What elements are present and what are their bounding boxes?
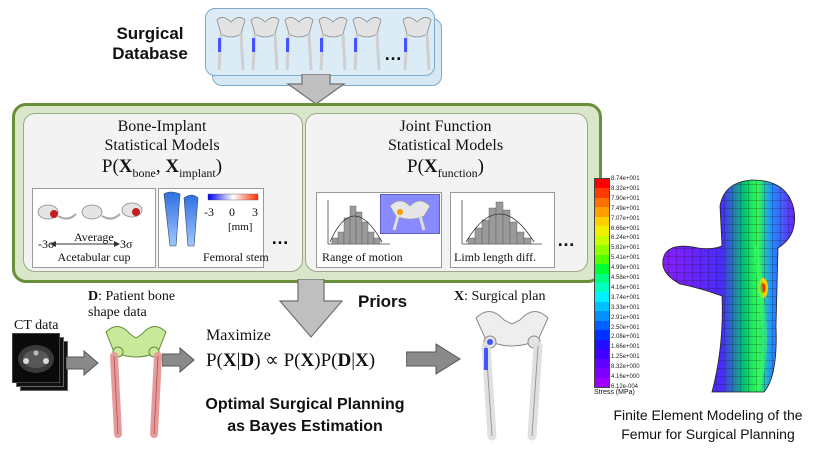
- priors-label: Priors: [358, 292, 408, 311]
- stress-colorbar-cell: [595, 292, 609, 302]
- priors-arrow-icon: [278, 279, 344, 338]
- arrow-right-icon: [66, 350, 99, 376]
- cup-average: Average: [74, 230, 114, 244]
- joint-function-title: Joint Function Statistical Models: [387, 118, 504, 154]
- stress-colorbar-cell: [595, 282, 609, 293]
- bone-implant-ellipsis: …: [271, 228, 289, 248]
- stress-scale-label: 7.90e+001: [611, 195, 640, 202]
- maximize-label: Maximize: [206, 327, 271, 344]
- stress-colorbar-cell: [595, 264, 609, 274]
- bone-implant-title: Bone-Implant Statistical Models: [104, 118, 220, 154]
- stem-scale-min: -3: [204, 205, 214, 219]
- ct-image: [12, 333, 60, 383]
- stress-colorbar-cell: [595, 235, 609, 246]
- database-ellipsis: …: [384, 44, 402, 64]
- range-of-motion-label: Range of motion: [322, 250, 403, 264]
- stress-colorbar-cell: [595, 330, 609, 340]
- stress-colorbar-cell: [595, 207, 609, 217]
- cup-minus-sigma: -3σ: [38, 237, 55, 251]
- stress-colorbar-cell: [595, 320, 609, 331]
- bayes-equation: P(X|D) ∝ P(X)P(D|X): [206, 350, 376, 371]
- stress-colorbar-cell: [595, 245, 609, 255]
- stress-colorbar-cell: [595, 254, 609, 265]
- stress-colorbar-cell: [595, 226, 609, 236]
- cup-range-arrow-icon: [50, 241, 120, 247]
- range-of-motion-histogram: [327, 200, 390, 245]
- stress-scale-label: 5.41e+001: [611, 255, 640, 262]
- stress-colorbar-cell: [595, 216, 609, 227]
- stress-colorbar-cell: [595, 339, 609, 350]
- bone-implant-formula: P(Xbone, Ximplant): [101, 156, 223, 180]
- stem-scale-max: 3: [252, 205, 258, 219]
- acetabular-cup-box: [32, 188, 156, 268]
- patient-bone-model: [105, 326, 167, 438]
- fem-caption: Finite Element Modeling of the Femur for…: [613, 407, 803, 442]
- stress-scale-label: 1.66e+001: [611, 344, 640, 351]
- femoral-stem-models: [163, 191, 259, 247]
- stress-scale-label: 3.74e+001: [611, 294, 640, 301]
- stress-title: Stress (MPa): [594, 389, 635, 396]
- surgical-plan-label: X: Surgical plan: [454, 289, 546, 304]
- stress-colorbar-cell: [595, 179, 609, 189]
- stress-colorbar-cell: [595, 301, 609, 312]
- database-pelvis-models: [216, 17, 432, 71]
- arrow-right-icon: [162, 347, 195, 373]
- arrow-down-icon: [286, 74, 346, 105]
- cup-plus-sigma: 3σ: [120, 237, 133, 251]
- stress-scale-label: 2.91e+001: [611, 314, 640, 321]
- stress-colorbar-cell: [595, 188, 609, 198]
- hip-joint-icon: [389, 200, 431, 231]
- stress-scale-label: 2.50e+001: [611, 324, 640, 331]
- stress-scale-label: 4.99e+001: [611, 265, 640, 272]
- joint-function-formula: P(Xfunction): [407, 156, 484, 180]
- patient-bone-shape-label: D: Patient bone shape data: [88, 289, 176, 320]
- optimal-planning-caption: Optimal Surgical Planning as Bayes Estim…: [205, 396, 405, 435]
- stress-colorbar-cell: [595, 358, 609, 369]
- stress-colorbar: [594, 178, 610, 388]
- stress-scale-label: 8.32e+001: [611, 185, 640, 192]
- stress-colorbar-cell: [595, 349, 609, 359]
- stress-colorbar-cell: [595, 273, 609, 283]
- stress-scale-label: 6.12e-004: [611, 384, 639, 390]
- stress-colorbar-cell: [595, 377, 609, 387]
- stress-scale-label: 6.66e+001: [611, 225, 640, 232]
- acetabular-cup-models: [37, 202, 143, 220]
- stem-unit: [mm]: [228, 221, 253, 233]
- stress-colorbar-cell: [595, 368, 609, 378]
- joint-function-ellipsis: …: [557, 230, 575, 250]
- stem-scale-mid: 0: [229, 205, 235, 219]
- stress-scale-label: 1.25e+001: [611, 354, 640, 361]
- limb-length-label: Limb length diff.: [454, 250, 537, 264]
- stress-scale-label: 7.49e+001: [611, 205, 640, 212]
- stress-scale-label: 7.07e+001: [611, 215, 640, 222]
- stress-scale-label: 4.16e+000: [611, 374, 640, 381]
- stress-colorbar-cell: [595, 197, 609, 208]
- stress-scale-label: 3.33e+001: [611, 304, 640, 311]
- acetabular-cup-label: Acetabular cup: [57, 250, 131, 264]
- stress-scale-label: 2.08e+001: [611, 334, 640, 341]
- stress-colorbar-cell: [595, 311, 609, 321]
- surgical-plan-model: [475, 311, 549, 441]
- database-title: Surgical Database: [112, 24, 188, 63]
- femur-fem-model: [662, 179, 796, 393]
- stress-scale-label: 8.74e+001: [611, 176, 640, 182]
- stress-scale-label: 4.58e+001: [611, 275, 640, 282]
- stress-scale-label: 6.24e+001: [611, 235, 640, 242]
- stress-scale-label: 4.16e+001: [611, 284, 640, 291]
- pelvis-icon: [216, 17, 432, 71]
- femoral-stem-label: Femoral stem: [203, 250, 269, 264]
- stress-scale-label: 5.82e+001: [611, 245, 640, 252]
- stress-scale-label: 8.32e+000: [611, 364, 640, 371]
- arrow-right-icon: [406, 343, 461, 375]
- limb-length-histogram: [461, 200, 542, 245]
- ct-data-label: CT data: [14, 318, 59, 333]
